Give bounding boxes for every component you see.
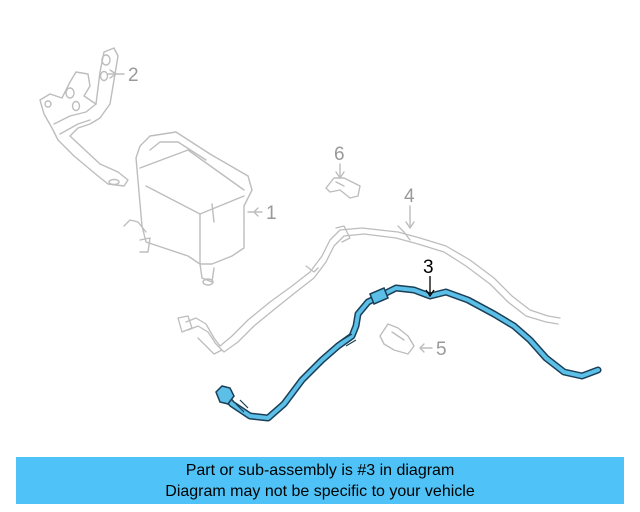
banner-line-1: Part or sub-assembly is #3 in diagram <box>185 462 455 479</box>
parts-diagram: 2 1 6 4 3 5 <box>39 47 602 422</box>
clamp-part-5 <box>379 323 415 355</box>
callout-4: 4 <box>404 186 415 207</box>
callout-1: 1 <box>266 203 277 224</box>
callout-3: 3 <box>423 257 434 278</box>
info-banner: Part or sub-assembly is #3 in diagram Di… <box>16 457 624 504</box>
cooler-part-1 <box>123 131 253 286</box>
banner-line-2: Diagram may not be specific to your vehi… <box>165 483 475 500</box>
callout-6: 6 <box>334 144 345 165</box>
clip-part-6 <box>325 177 361 199</box>
callout-5: 5 <box>436 339 447 360</box>
leader-line-part-3 <box>425 276 435 298</box>
leader-lines <box>107 69 433 353</box>
callout-2: 2 <box>128 65 139 86</box>
return-line-part-4 <box>177 225 561 355</box>
bracket-part-2 <box>39 47 129 187</box>
cooler-line-part-3 <box>215 284 602 422</box>
